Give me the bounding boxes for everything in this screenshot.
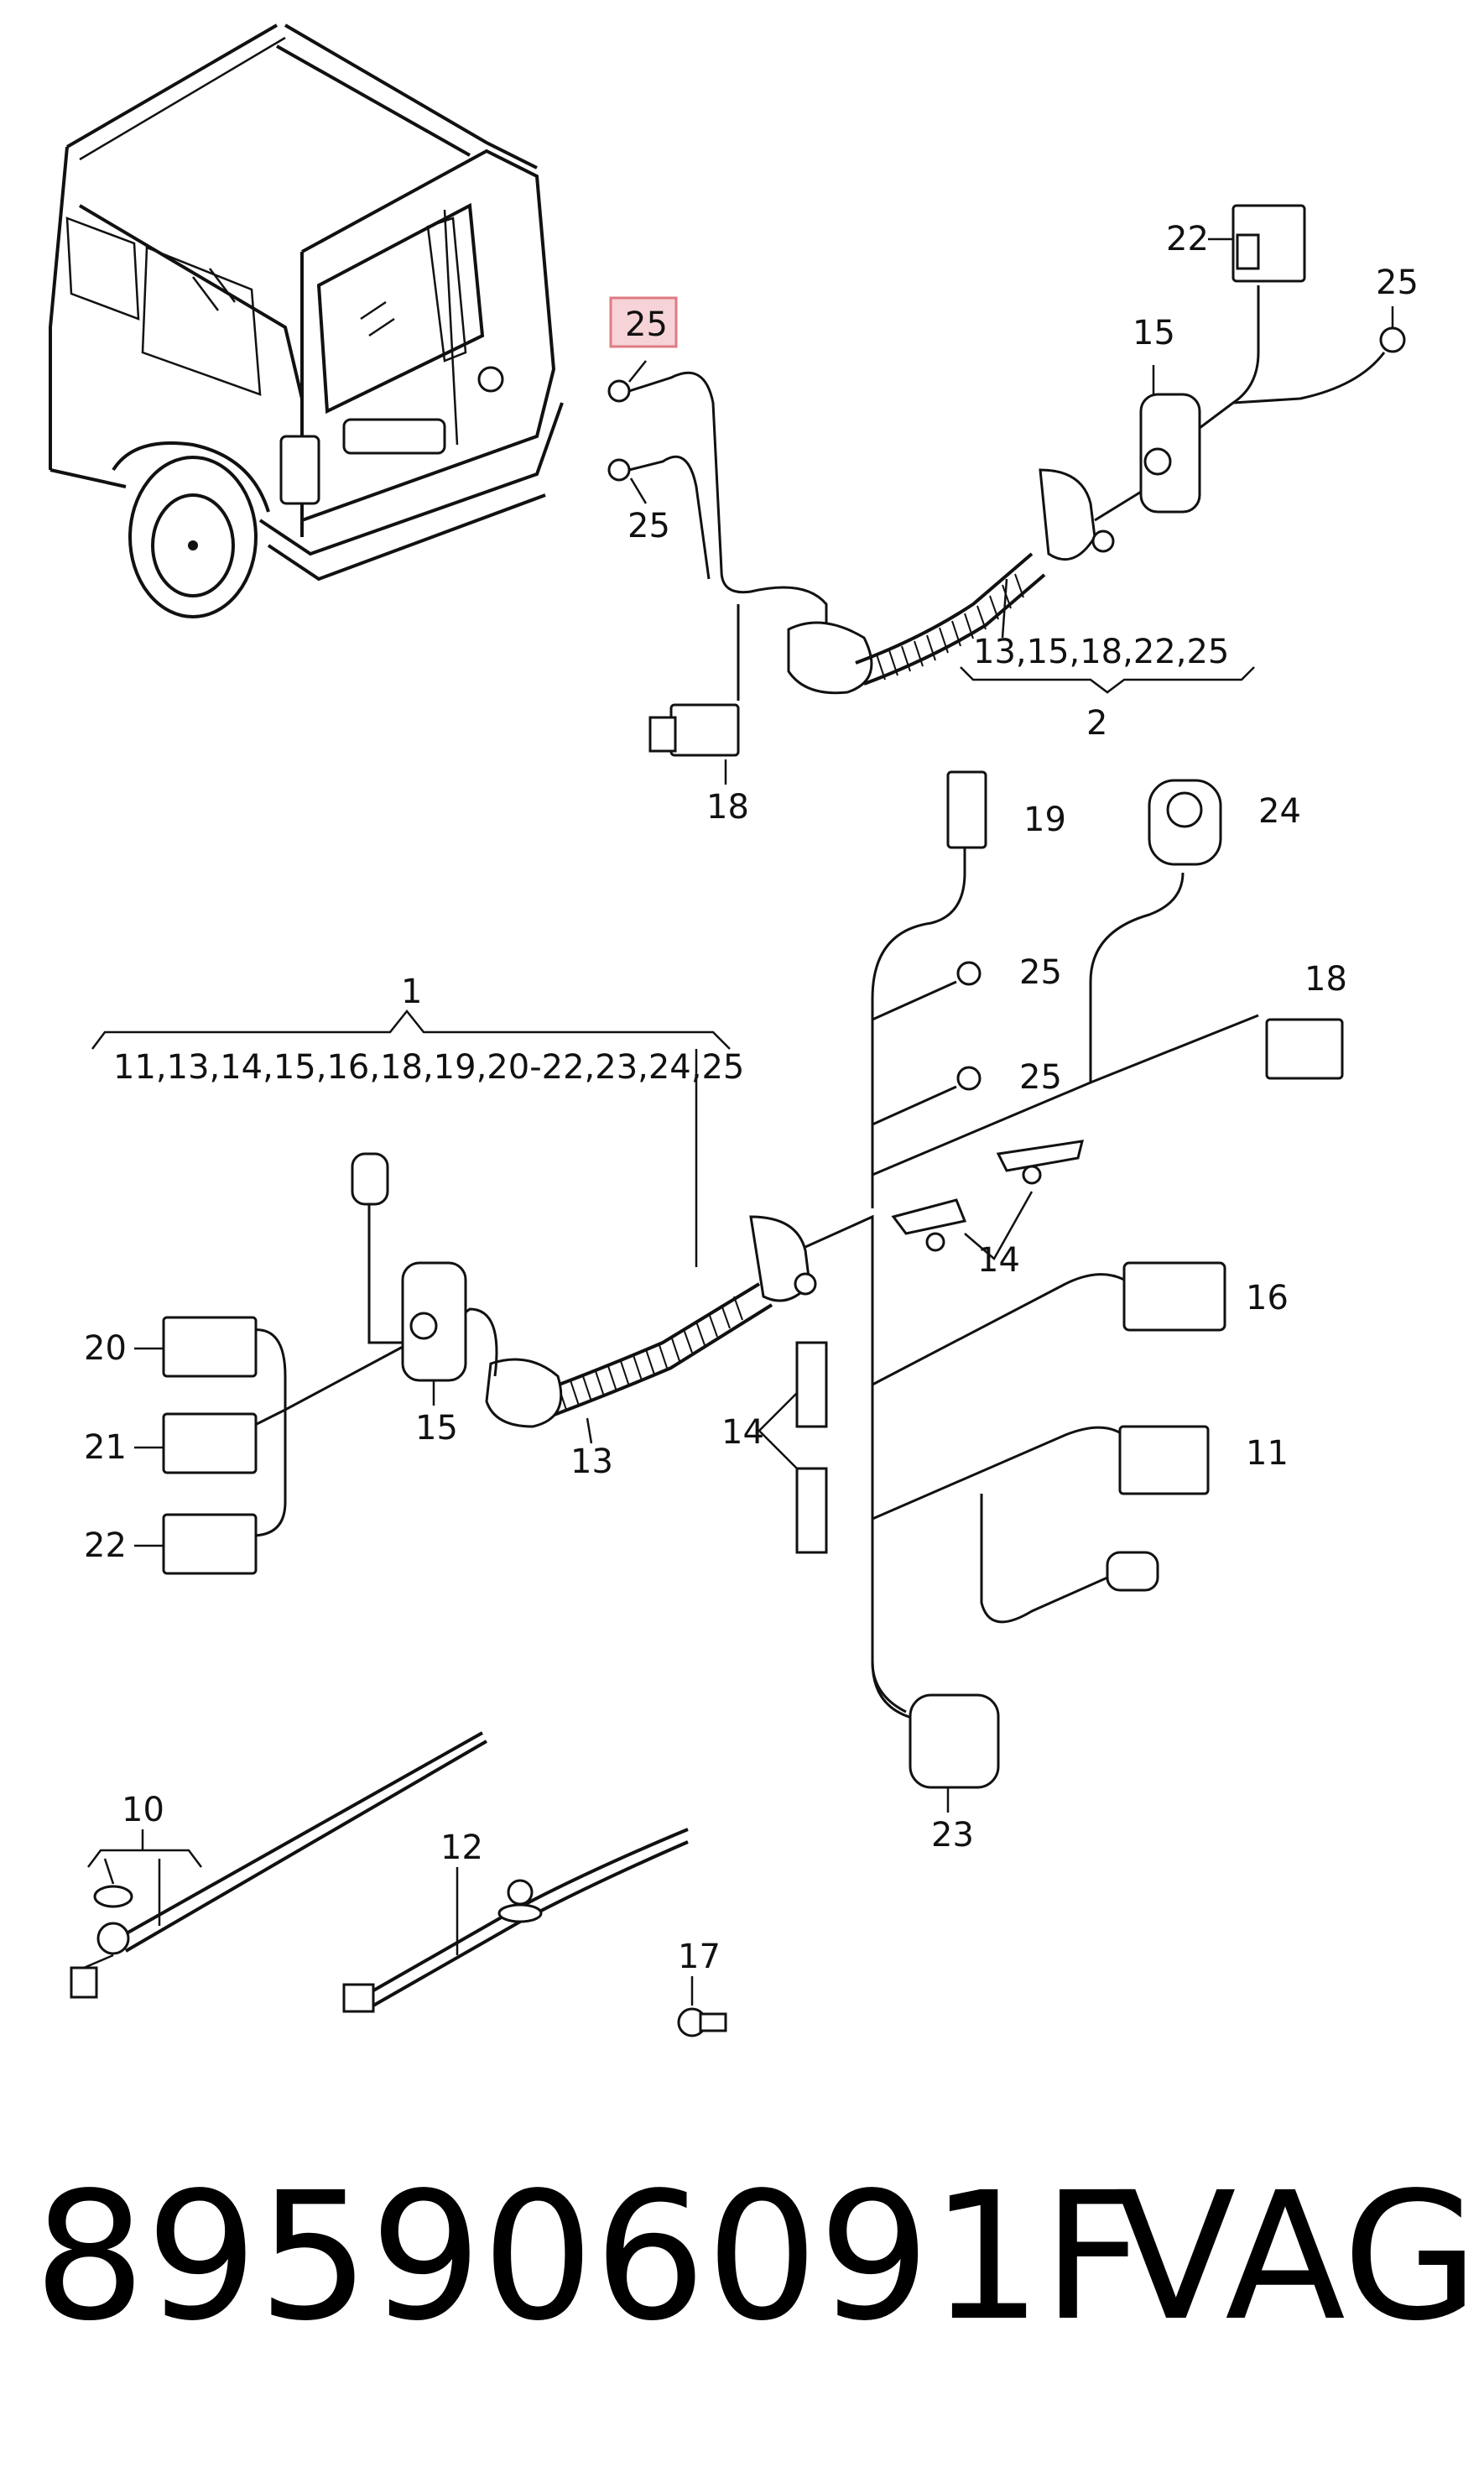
footer: 895906091F VAG	[0, 2148, 1484, 2400]
callout-10: 10	[122, 1791, 164, 1829]
loose-parts	[70, 1731, 727, 2037]
callout-25-b: 25	[1019, 1058, 1062, 1097]
callout-23: 23	[931, 1816, 974, 1855]
callout-25-highlighted: 25	[625, 305, 668, 344]
callout-2: 2	[1086, 704, 1107, 743]
callout-25-lower-left: 25	[627, 507, 670, 545]
callout-15-top: 15	[1133, 314, 1175, 352]
callout-group-11-25: 11,13,14,15,16,18,19,20-22,23,24,25	[113, 1048, 744, 1087]
callout-14-b: 14	[721, 1413, 764, 1452]
van-illustration	[49, 23, 564, 618]
callout-22: 22	[84, 1526, 127, 1565]
callout-13: 13	[570, 1442, 613, 1481]
callout-1: 1	[401, 973, 422, 1011]
main-harness	[91, 770, 1344, 1813]
callout-group-13-25: 13,15,18,22,25	[973, 633, 1229, 671]
connector-18-top	[669, 703, 740, 757]
callout-24: 24	[1258, 792, 1301, 831]
callout-20: 20	[84, 1329, 127, 1368]
callout-18-top: 18	[706, 788, 749, 827]
callout-14-a: 14	[977, 1241, 1020, 1280]
brand-label: VAG	[1116, 2154, 1479, 2360]
callout-11: 11	[1246, 1434, 1289, 1473]
callout-19: 19	[1023, 801, 1066, 839]
callout-21: 21	[84, 1428, 127, 1467]
callout-17: 17	[678, 1938, 721, 1976]
part-number: 895906091F	[34, 2154, 1144, 2360]
callout-25-highlight-box	[609, 296, 678, 348]
callout-22-top: 22	[1166, 220, 1209, 258]
top-harness	[607, 204, 1406, 785]
callout-12: 12	[440, 1829, 483, 1867]
callout-15: 15	[415, 1409, 458, 1448]
callout-25-right: 25	[1376, 263, 1419, 302]
callout-25-a: 25	[1019, 953, 1062, 992]
callout-18: 18	[1304, 960, 1347, 999]
callout-16: 16	[1246, 1279, 1289, 1317]
